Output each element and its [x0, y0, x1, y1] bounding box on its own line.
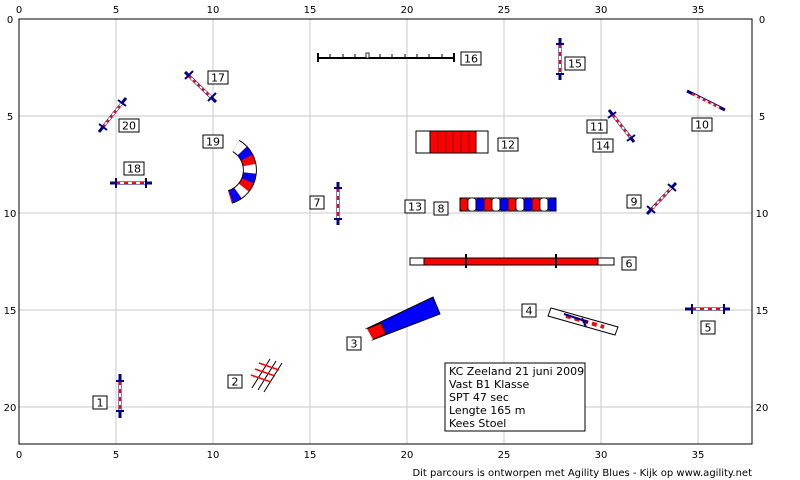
label-2: 2 [227, 374, 243, 389]
label-7: 7 [309, 195, 325, 210]
obstacle-9-jump[interactable] [645, 181, 678, 216]
label-1: 1 [92, 395, 108, 410]
label-13-text: 13 [408, 201, 422, 214]
label-16-text: 16 [464, 53, 478, 66]
label-8-text: 8 [438, 203, 445, 216]
y-axis-right: 0 5 10 15 20 [756, 15, 769, 414]
label-14-text: 14 [596, 140, 610, 153]
label-1-text: 1 [97, 397, 104, 410]
obstacle-3-tunnel[interactable] [365, 296, 441, 341]
info-event: KC Zeeland 21 juni 2009 [449, 365, 584, 378]
label-10-text: 10 [695, 119, 709, 132]
obstacle-19-tunnel[interactable] [227, 139, 257, 204]
y-axis-left: 0 5 10 15 20 [4, 15, 17, 414]
x-tick-bottom: 5 [113, 450, 119, 461]
label-20-text: 20 [122, 120, 136, 133]
footer-credit: Dit parcours is ontworpen met Agility Bl… [412, 468, 752, 479]
y-tick-left: 5 [7, 112, 13, 123]
info-length: Lengte 165 m [449, 404, 525, 417]
obstacle-10-jump[interactable] [686, 89, 726, 112]
x-tick-bottom: 15 [304, 450, 317, 461]
x-tick-top: 30 [595, 5, 608, 16]
label-7-text: 7 [314, 197, 321, 210]
label-18: 18 [123, 161, 145, 176]
label-12-text: 12 [501, 139, 515, 152]
x-axis-top: 0 5 10 15 20 25 30 35 [16, 5, 705, 16]
label-17-text: 17 [211, 72, 225, 85]
label-16: 16 [460, 51, 482, 66]
obstacle-16-weave-poles[interactable] [317, 52, 455, 62]
obstacle-6-dog-walk[interactable] [409, 254, 615, 268]
label-12: 12 [497, 137, 519, 152]
obstacle-11-14-jump[interactable] [607, 109, 636, 143]
obstacle-20-jump[interactable] [97, 97, 128, 133]
label-9-text: 9 [631, 196, 638, 209]
x-tick-top: 10 [207, 5, 220, 16]
y-tick-left: 15 [4, 306, 17, 317]
x-tick-top: 15 [304, 5, 317, 16]
obstacle-4-jump[interactable] [547, 307, 619, 336]
y-tick-right: 5 [759, 112, 765, 123]
info-box: KC Zeeland 21 juni 2009 Vast B1 Klasse S… [444, 362, 586, 432]
label-11-text: 11 [590, 121, 604, 134]
obstacle-7-jump[interactable] [334, 182, 342, 225]
y-tick-right: 10 [756, 209, 769, 220]
label-8: 8 [433, 201, 449, 216]
x-tick-bottom: 0 [16, 450, 22, 461]
label-9: 9 [626, 194, 642, 209]
label-2-text: 2 [232, 376, 239, 389]
obstacle-2-weave-poles[interactable] [250, 358, 283, 393]
obstacle-8-13-tire-tunnel[interactable] [459, 197, 557, 212]
y-tick-left: 10 [4, 209, 17, 220]
y-tick-right: 20 [756, 403, 769, 414]
x-tick-top: 35 [692, 5, 705, 16]
label-6: 6 [621, 256, 637, 271]
x-tick-top: 5 [113, 5, 119, 16]
label-10: 10 [691, 117, 713, 132]
obstacle-12-a-frame[interactable] [415, 130, 489, 154]
label-5-text: 5 [705, 322, 712, 335]
x-tick-bottom: 25 [498, 450, 511, 461]
label-17: 17 [207, 70, 229, 85]
label-18-text: 18 [127, 163, 141, 176]
label-6-text: 6 [626, 258, 633, 271]
label-3-text: 3 [351, 338, 358, 351]
x-tick-bottom: 35 [692, 450, 705, 461]
obstacle-18-jump[interactable] [110, 178, 152, 188]
x-tick-top: 0 [16, 5, 22, 16]
x-tick-bottom: 10 [207, 450, 220, 461]
obstacle-1-jump[interactable] [116, 374, 124, 418]
label-5: 5 [700, 320, 716, 335]
label-19-text: 19 [206, 136, 220, 149]
obstacle-5-jump[interactable] [685, 304, 730, 314]
x-axis-bottom: 0 5 10 15 20 25 30 35 [16, 450, 705, 461]
grid [18, 18, 753, 445]
y-tick-right: 15 [756, 306, 769, 317]
label-20: 20 [118, 118, 140, 133]
x-tick-bottom: 20 [401, 450, 414, 461]
y-tick-left: 0 [7, 15, 13, 26]
info-class: Vast B1 Klasse [449, 378, 529, 391]
label-13: 13 [404, 199, 426, 214]
y-tick-left: 20 [4, 403, 17, 414]
x-tick-bottom: 30 [595, 450, 608, 461]
label-3: 3 [346, 336, 362, 351]
x-tick-top: 25 [498, 5, 511, 16]
label-14: 14 [592, 138, 614, 153]
x-tick-top: 20 [401, 5, 414, 16]
label-19: 19 [202, 134, 224, 149]
label-11: 11 [586, 119, 608, 134]
label-4-text: 4 [526, 305, 533, 318]
label-15-text: 15 [568, 58, 582, 71]
obstacle-17-jump[interactable] [183, 70, 218, 104]
label-4: 4 [521, 303, 537, 318]
info-spt: SPT 47 sec [449, 391, 509, 404]
label-15: 15 [564, 56, 586, 71]
obstacle-15-jump[interactable] [556, 38, 564, 80]
info-judge: Kees Stoel [449, 417, 506, 430]
y-tick-right: 0 [759, 15, 765, 26]
